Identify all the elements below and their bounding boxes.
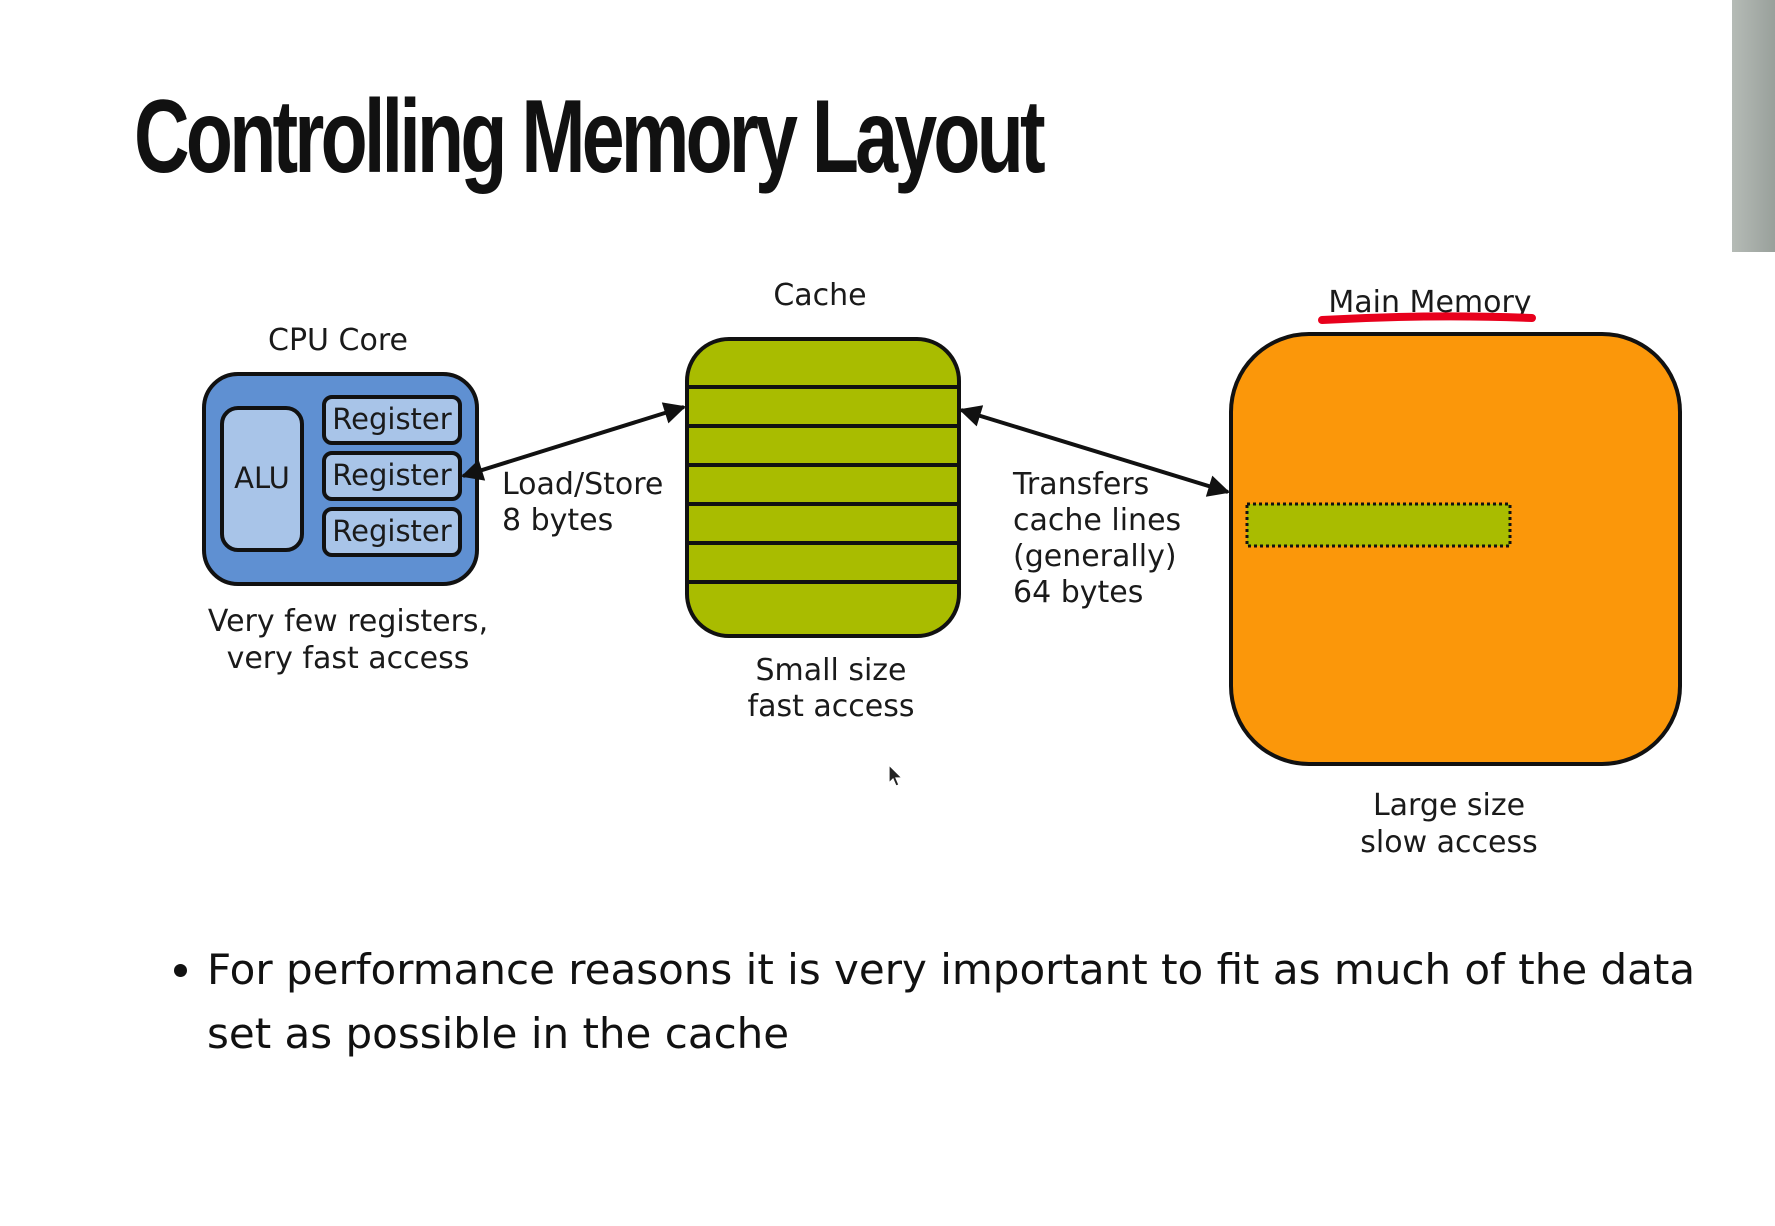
- cache-label: Cache: [773, 278, 866, 313]
- transfer-label-line: 64 bytes: [1013, 575, 1143, 610]
- cache-caption-line: fast access: [748, 689, 915, 724]
- main-memory-box: [1229, 332, 1682, 766]
- bullet-item: For performance reasons it is very impor…: [207, 938, 1702, 1066]
- red-underline-annotation: [1318, 312, 1536, 324]
- register-label: Register: [332, 458, 451, 492]
- transfer-label-line: cache lines: [1013, 503, 1181, 538]
- load-store-label-line: Load/Store: [502, 467, 663, 502]
- cache-line-transfer-arrow: [958, 405, 1231, 497]
- register-box: [322, 507, 462, 557]
- register-box: [322, 451, 462, 501]
- transfer-label-line: (generally): [1013, 539, 1177, 574]
- cpu-core-label: CPU Core: [268, 323, 408, 358]
- cache-caption-line: Small size: [755, 653, 906, 688]
- webcam-thumbnail-edge: [1732, 0, 1775, 252]
- load-store-label-line: 8 bytes: [502, 503, 613, 538]
- bullet-list: For performance reasons it is very impor…: [162, 938, 1702, 1066]
- cache: Cache Small size fast access: [685, 278, 961, 724]
- memory-caption-line: Large size: [1373, 788, 1525, 823]
- cache-box: [687, 339, 959, 636]
- transfer-label-line: Transfers: [1012, 467, 1149, 502]
- alu-label: ALU: [234, 461, 290, 495]
- alu-box: [220, 406, 304, 552]
- bullet-list-container: For performance reasons it is very impor…: [162, 938, 1702, 1066]
- memory-caption-line: slow access: [1360, 825, 1537, 860]
- cpu-caption-line: very fast access: [227, 641, 470, 676]
- load-store-arrow: [460, 402, 687, 481]
- mouse-pointer-icon: [888, 764, 904, 787]
- register-box: [322, 395, 462, 445]
- cache-lines: [687, 385, 959, 584]
- main-memory: Main Memory Large size slow access: [1229, 285, 1682, 860]
- cpu-core: CPU Core ALU Register Register Register …: [202, 323, 488, 676]
- cached-line-highlight: [1245, 502, 1512, 548]
- cpu-caption-line: Very few registers,: [208, 604, 488, 639]
- register-label: Register: [332, 514, 451, 548]
- register-label: Register: [332, 402, 451, 436]
- slide-title: Controlling Memory Layout: [134, 79, 1046, 195]
